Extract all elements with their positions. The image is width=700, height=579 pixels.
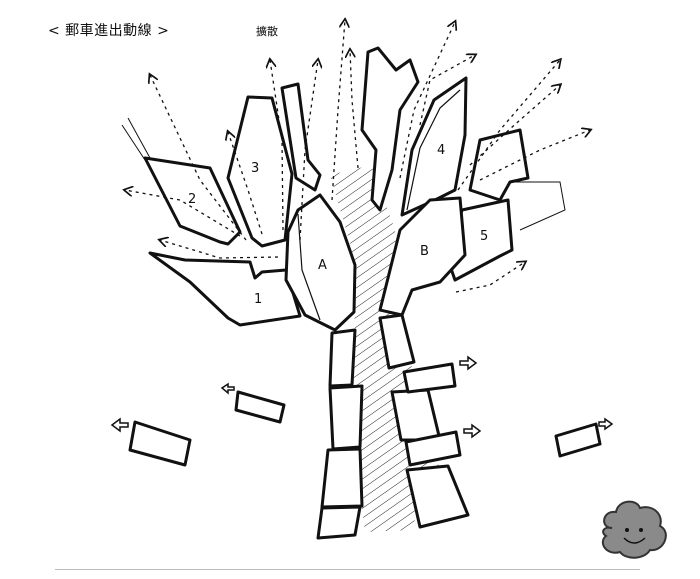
zone-1-label: 1	[254, 292, 262, 307]
footer-divider	[55, 569, 640, 570]
cloud-face-icon	[601, 500, 667, 559]
zone-b-building	[378, 196, 467, 317]
zone-3-building	[226, 95, 294, 248]
upper-branches-right	[360, 46, 420, 212]
far-right-branch	[510, 181, 566, 231]
mail-truck	[220, 382, 286, 424]
zone-a-label: A	[318, 258, 327, 273]
upper-branches	[280, 82, 322, 192]
zone-a-leaf	[284, 193, 357, 332]
right-branch	[468, 128, 530, 202]
zone-5-label: 5	[480, 229, 488, 244]
zone-2-label: 2	[188, 192, 196, 207]
zone-3-label: 3	[251, 161, 259, 176]
zone-2-branch	[121, 117, 151, 161]
mail-truck	[402, 355, 478, 394]
flow-arrows	[125, 20, 590, 293]
trunk-blocks-left	[316, 328, 364, 540]
zone-4-label: 4	[437, 143, 445, 158]
zone-a-midrib	[297, 213, 321, 321]
spread-label: 擴散	[256, 25, 278, 38]
mail-truck	[110, 417, 192, 467]
zone-b-label: B	[420, 244, 429, 259]
trunk-blocks-right	[378, 313, 470, 529]
zone-2-building	[143, 156, 242, 246]
zone-4-inner	[406, 89, 461, 211]
mail-truck	[404, 423, 482, 467]
page-title: < 郵車進出動線 >	[48, 23, 170, 39]
zone-1-building	[148, 251, 302, 327]
mail-truck	[554, 417, 614, 458]
zone-4-building	[400, 76, 468, 217]
